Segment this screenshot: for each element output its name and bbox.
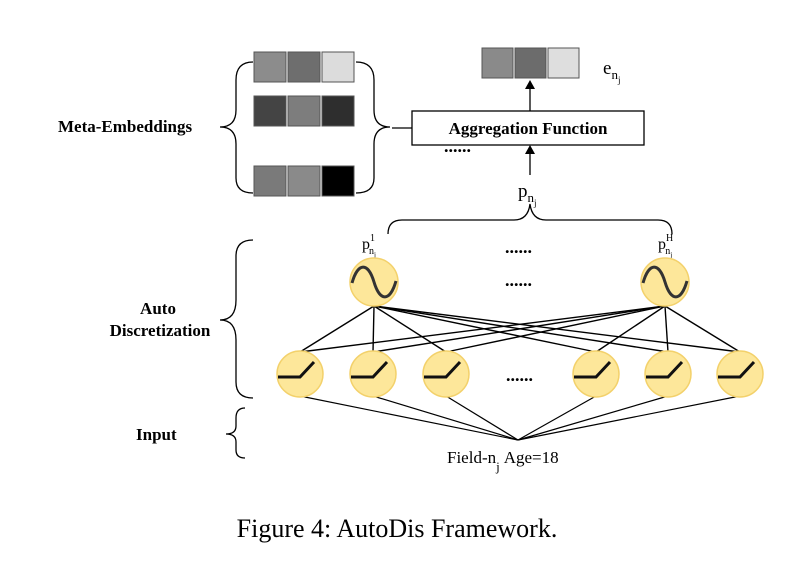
meta-embedding-cell (321, 165, 355, 197)
input-node (422, 350, 470, 398)
connection-line (299, 305, 375, 353)
input-line (445, 395, 519, 441)
activation-icon (278, 360, 316, 379)
connection-line (664, 305, 741, 353)
connection-lines (299, 305, 741, 441)
aggregation-function-box (411, 110, 645, 146)
connection-line (299, 305, 666, 353)
connection-line (664, 305, 669, 353)
meta-embedding-cell (321, 95, 355, 127)
activation-icon (718, 360, 756, 379)
meta-embedding-cell (287, 95, 321, 127)
meta-node-H (640, 257, 690, 307)
meta-embedding-cell (287, 51, 321, 83)
aggregation-function-label: Aggregation Function (449, 119, 608, 138)
discretization-brace (219, 239, 254, 399)
input-node (644, 350, 692, 398)
ellipsis-bottom: ...... (506, 365, 533, 385)
output-arrow-head (525, 80, 535, 89)
meta-embedding-cell (321, 51, 355, 83)
caption-prefix: Figure 4: (236, 514, 337, 543)
connection-line (445, 305, 666, 353)
output-embedding-cell (547, 47, 580, 79)
sine-wave-icon (350, 265, 398, 299)
meta-embeddings-label: Meta-Embeddings (58, 117, 193, 136)
input-node (572, 350, 620, 398)
input-brace (225, 407, 246, 459)
input-label: Input (136, 425, 177, 444)
ellipsis-top-2: ...... (505, 270, 532, 290)
input-line (517, 395, 669, 441)
output-e-label: enj (603, 58, 620, 85)
p-nj-label: pnj (518, 181, 537, 208)
input-node (716, 350, 764, 398)
output-embedding (481, 47, 580, 79)
aggregation-arrow-head (525, 145, 535, 154)
meta-embedding-cell (253, 165, 287, 197)
meta-embeddings-group (253, 51, 355, 197)
meta-node-1 (349, 257, 399, 307)
meta-embedding-cell (287, 165, 321, 197)
activation-icon (646, 360, 684, 379)
meta-embedding-cell (253, 95, 287, 127)
output-embedding-cell (514, 47, 547, 79)
meta-embedding-cell (253, 51, 287, 83)
autodis-diagram: ...... Meta-Embeddings Aggregation Funct… (58, 47, 764, 474)
top-brace (387, 203, 673, 235)
activation-icon (424, 360, 462, 379)
connection-line (373, 305, 447, 353)
connection-line (372, 305, 375, 353)
activation-icon (574, 360, 612, 379)
input-node (276, 350, 324, 398)
input-nodes (276, 350, 764, 398)
output-embedding-cell (481, 47, 514, 79)
input-line (517, 395, 597, 441)
connection-line (595, 305, 666, 353)
input-line (372, 395, 519, 441)
activation-icon (351, 360, 389, 379)
meta-left-brace (219, 61, 254, 194)
meta-right-brace (355, 61, 391, 194)
sine-wave-icon (641, 265, 689, 299)
input-line (517, 395, 741, 441)
input-node (349, 350, 397, 398)
input-line (299, 395, 519, 441)
discretization-label: Discretization (110, 321, 211, 340)
figure-caption: Figure 4: AutoDis Framework. (0, 514, 794, 544)
caption-text: AutoDis Framework. (336, 514, 558, 543)
ellipsis-top-1: ...... (505, 237, 532, 257)
auto-label: Auto (140, 299, 176, 318)
connection-line (372, 305, 666, 353)
